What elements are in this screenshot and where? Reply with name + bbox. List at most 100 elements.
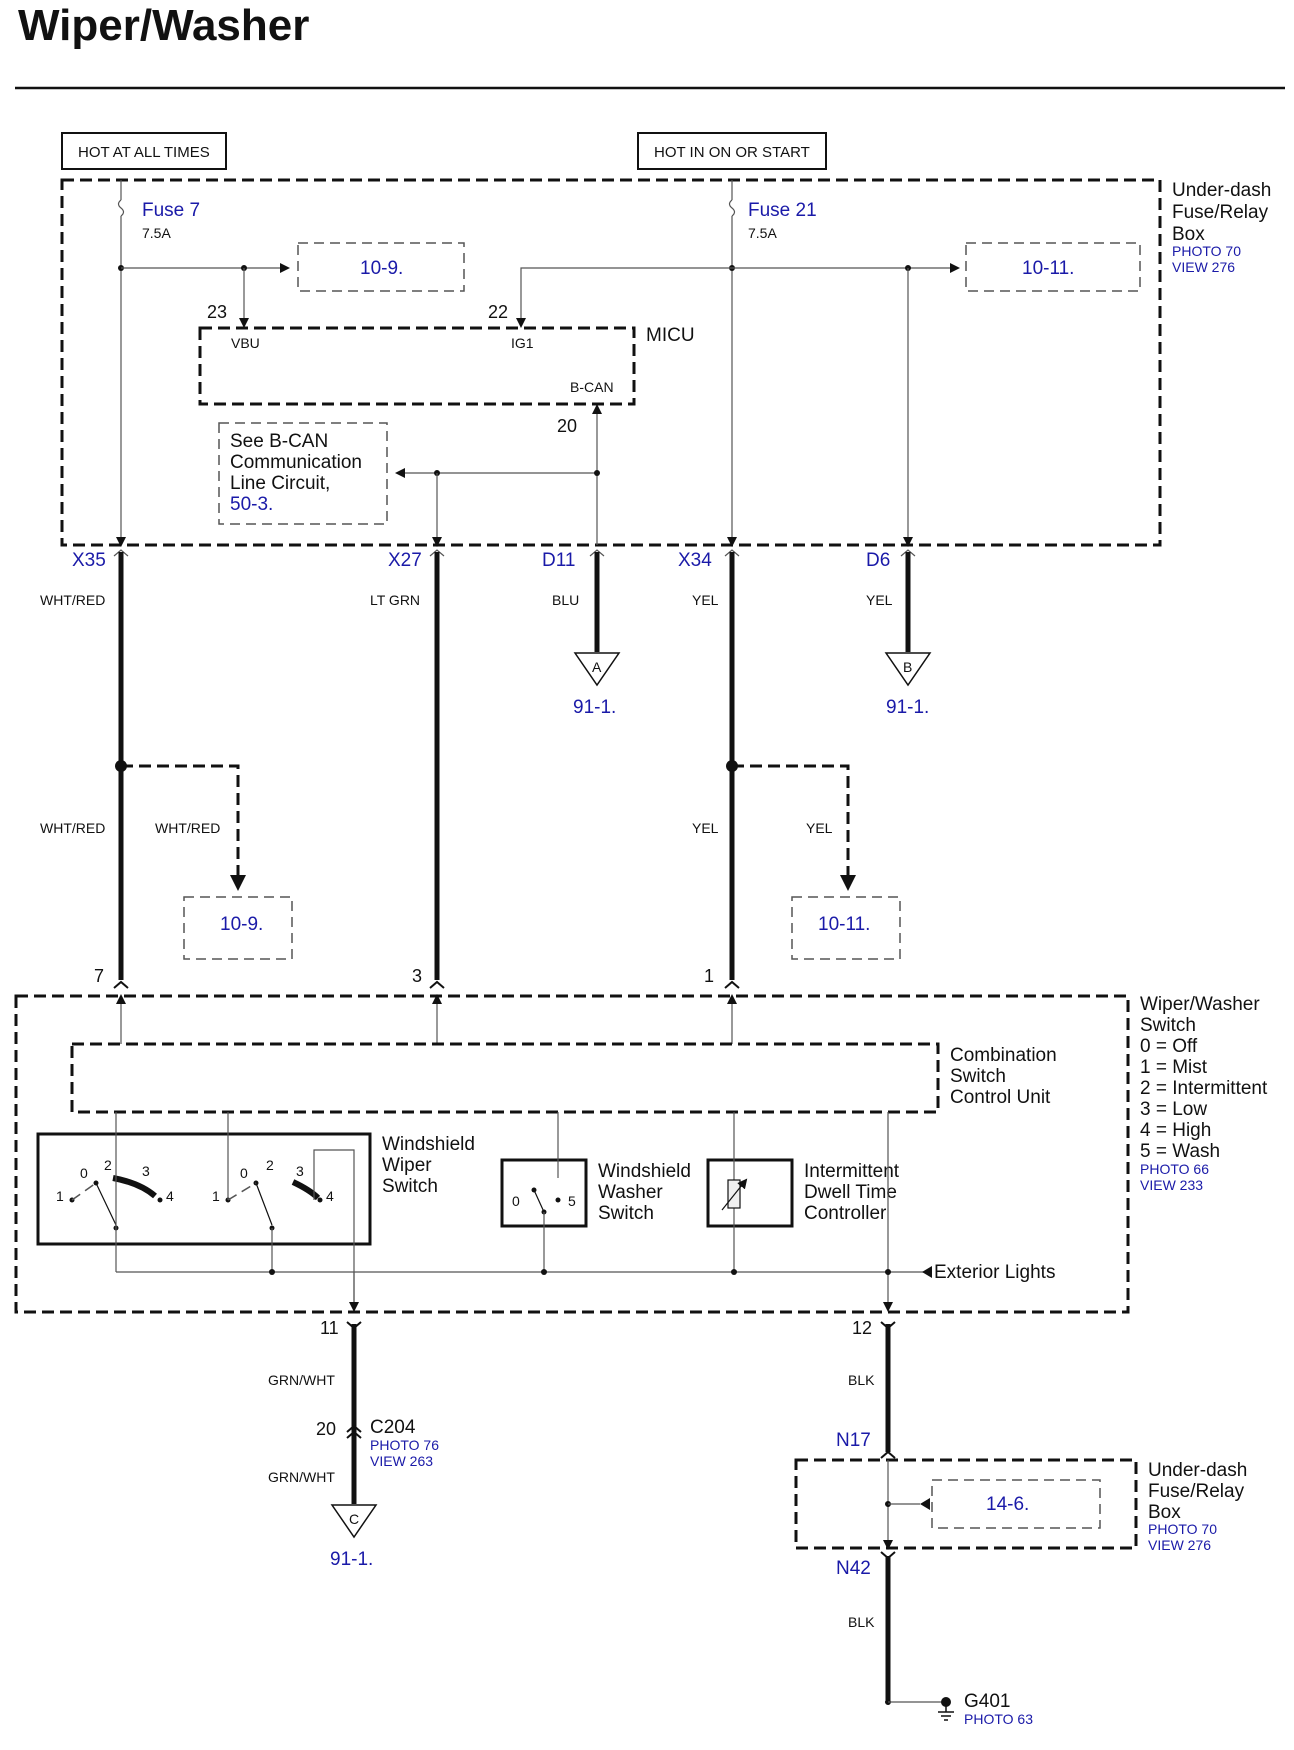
hot-at-all-times-box	[61, 132, 227, 170]
svg-text:3: 3	[296, 1163, 304, 1179]
fuse-7-icon	[117, 199, 125, 217]
ref-14-6[interactable]: 14-6.	[986, 1494, 1029, 1515]
bcan-note-2: Communication	[230, 452, 362, 473]
washer-sw-label-1: Windshield	[598, 1161, 691, 1182]
exterior-lights-label: Exterior Lights	[934, 1262, 1055, 1283]
switch-pin-11: 11	[320, 1318, 339, 1338]
wiper-washer-switch-box	[14, 994, 1130, 1314]
c204-photo: PHOTO 76	[370, 1437, 439, 1453]
washer-sw-label-3: Switch	[598, 1203, 654, 1224]
fuse-21-name: Fuse 21	[748, 200, 817, 221]
wire-label-blk-2: BLK	[848, 1614, 875, 1630]
g401-photo: PHOTO 63	[964, 1711, 1033, 1727]
bcan-note-3: Line Circuit,	[230, 473, 330, 494]
wire-label-wht-red-1: WHT/RED	[40, 592, 105, 608]
fuse-7-rating: 7.5A	[142, 225, 171, 241]
underdash-box-label-1: Under-dash	[1172, 180, 1271, 201]
underdash-box-view: VIEW 276	[1172, 259, 1235, 275]
wiper-contacts-right-icon: 0 2 3 1 4	[212, 1112, 355, 1310]
micu-box	[198, 326, 636, 406]
ref-10-9-box-mid	[183, 896, 293, 960]
wiper-pos-4: 4 = High	[1140, 1120, 1211, 1141]
underdash-box2-photo: PHOTO 70	[1148, 1521, 1217, 1537]
micu-vbu: VBU	[231, 335, 260, 351]
switch-pin-12: 12	[852, 1318, 872, 1338]
c204-view: VIEW 263	[370, 1453, 433, 1469]
variable-resistor-icon	[721, 1112, 748, 1272]
svg-text:3: 3	[142, 1163, 150, 1179]
wiper-switch-label-2: Switch	[1140, 1015, 1196, 1036]
switch-pin-3: 3	[412, 966, 422, 986]
ref-10-11-mid[interactable]: 10-11.	[818, 914, 870, 935]
wire-label-lt-grn: LT GRN	[370, 592, 420, 608]
connector-n17: N17	[836, 1430, 871, 1451]
svg-text:4: 4	[326, 1188, 334, 1204]
dwell-label-1: Intermittent	[804, 1161, 900, 1182]
triangle-a-label: A	[592, 659, 602, 675]
fuse-7-name: Fuse 7	[142, 200, 200, 221]
ref-10-9-mid[interactable]: 10-9.	[220, 914, 263, 935]
ref-91-1-b[interactable]: 91-1.	[886, 697, 929, 718]
underdash-box-photo: PHOTO 70	[1172, 243, 1241, 259]
wire-label-wht-red-2: WHT/RED	[40, 820, 105, 836]
connector-n42: N42	[836, 1558, 871, 1579]
bcan-note-1: See B-CAN	[230, 431, 328, 452]
wiper-pos-3: 3 = Low	[1140, 1099, 1207, 1120]
wire-label-grn-wht-2: GRN/WHT	[268, 1469, 335, 1485]
ref-10-11-top[interactable]: 10-11.	[1022, 258, 1074, 279]
triangle-c-label: C	[349, 1511, 359, 1527]
underdash-fuse-box-bottom	[794, 1458, 1138, 1550]
triangle-c-icon	[330, 1504, 378, 1539]
combo-label-3: Control Unit	[950, 1087, 1051, 1108]
ref-10-11-box-top	[965, 242, 1141, 292]
underdash-box-label-3: Box	[1172, 224, 1205, 245]
ref-10-9-top[interactable]: 10-9.	[360, 258, 403, 279]
svg-text:0: 0	[80, 1165, 88, 1181]
switch-pin-7: 7	[94, 966, 104, 986]
wiper-pos-0: 0 = Off	[1140, 1036, 1198, 1057]
ref-10-11-box-mid	[791, 896, 901, 960]
ground-icon	[885, 1697, 954, 1721]
connector-x34: X34	[678, 550, 712, 571]
svg-text:2: 2	[104, 1157, 112, 1173]
wiper-sw-label-3: Switch	[382, 1176, 438, 1197]
wiper-pos-1: 1 = Mist	[1140, 1057, 1208, 1078]
switch-pin-1: 1	[704, 966, 714, 986]
combination-switch-unit	[70, 1042, 940, 1114]
washer-sw-label-2: Washer	[598, 1182, 663, 1203]
hot-at-all-times-label: HOT AT ALL TIMES	[78, 144, 210, 161]
fuse-21-rating: 7.5A	[748, 225, 777, 241]
g401-name: G401	[964, 1691, 1010, 1712]
ref-10-9-box-top	[297, 242, 465, 292]
wiper-sw-label-1: Windshield	[382, 1134, 475, 1155]
triangle-b-label: B	[903, 659, 912, 675]
svg-text:2: 2	[266, 1157, 274, 1173]
fuse-21-icon	[728, 199, 736, 217]
underdash-box2-label-1: Under-dash	[1148, 1460, 1247, 1481]
underdash-box-label-2: Fuse/Relay	[1172, 202, 1269, 223]
svg-text:5: 5	[568, 1193, 576, 1209]
wire-label-yel-2: YEL	[692, 820, 719, 836]
wiper-pos-2: 2 = Intermittent	[1140, 1078, 1268, 1099]
ref-91-1-a[interactable]: 91-1.	[573, 697, 616, 718]
washer-contacts-icon: 0 5	[512, 1112, 576, 1272]
wire-label-grn-wht-1: GRN/WHT	[268, 1372, 335, 1388]
wire-label-blu: BLU	[552, 592, 579, 608]
branch-to-10-11	[732, 764, 856, 891]
micu-pin-23: 23	[207, 302, 227, 322]
wiper-switch-label-1: Wiper/Washer	[1140, 994, 1260, 1015]
wiper-sw-label-2: Wiper	[382, 1155, 432, 1176]
micu-pin-22: 22	[488, 302, 508, 322]
connector-d6: D6	[866, 550, 890, 571]
svg-text:1: 1	[212, 1188, 220, 1204]
page-title: Wiper/Washer	[18, 1, 309, 50]
triangle-b-icon	[884, 652, 932, 687]
dwell-time-controller	[706, 1158, 794, 1228]
wiper-contacts-left-icon: 0 2 3 1 4	[56, 1112, 174, 1231]
underdash-box2-label-3: Box	[1148, 1502, 1181, 1523]
hot-in-on-label: HOT IN ON OR START	[654, 144, 810, 161]
c204-name: C204	[370, 1417, 416, 1438]
ref-91-1-c[interactable]: 91-1.	[330, 1549, 373, 1570]
ref-50-3[interactable]: 50-3.	[230, 494, 273, 515]
